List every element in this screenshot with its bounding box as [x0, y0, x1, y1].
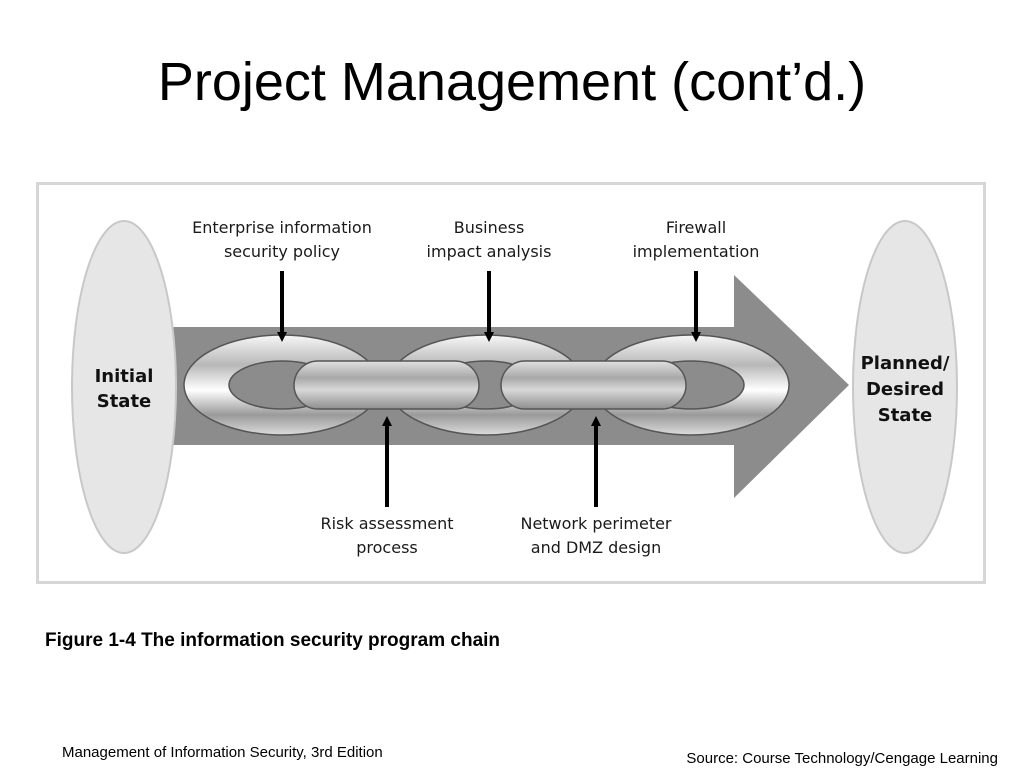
chain-link-1	[293, 360, 480, 410]
input-label-policy-line-2: security policy	[224, 242, 340, 261]
footer-book-title: Management of Information Security, 3rd …	[62, 744, 383, 761]
input-label-firewall-line-2: implementation	[633, 242, 760, 261]
desired-state-label-line-3: State	[878, 405, 933, 426]
input-label-risk-line-1: Risk assessment	[320, 514, 453, 533]
desired-state-label-line-1: Planned/	[861, 353, 950, 374]
initial-state-label-line-1: Initial	[95, 366, 154, 387]
input-label-dmz-line-2: and DMZ design	[531, 538, 661, 557]
figure-caption: Figure 1-4 The information security prog…	[45, 630, 501, 651]
input-label-risk-line-2: process	[356, 538, 417, 557]
input-label-bia-line-1: Business	[454, 218, 525, 237]
initial-state-label-line-2: State	[97, 391, 152, 412]
input-label-policy-line-1: Enterprise information	[192, 218, 372, 237]
slide-title: Project Management (cont’d.)	[157, 52, 867, 112]
initial-state-ellipse	[71, 220, 177, 554]
chain-link-2	[500, 360, 687, 410]
input-label-dmz-line-1: Network perimeter	[520, 514, 671, 533]
program-chain-diagram: Initial State Planned/ Desired State Ent…	[71, 218, 958, 557]
desired-state-label-line-2: Desired	[866, 379, 944, 400]
input-label-bia-line-2: impact analysis	[427, 242, 552, 261]
figure-frame: Initial State Planned/ Desired State Ent…	[36, 182, 986, 584]
desired-state-ellipse	[852, 220, 958, 554]
input-label-firewall-line-1: Firewall	[666, 218, 726, 237]
footer-source: Source: Course Technology/Cengage Learni…	[686, 750, 998, 767]
